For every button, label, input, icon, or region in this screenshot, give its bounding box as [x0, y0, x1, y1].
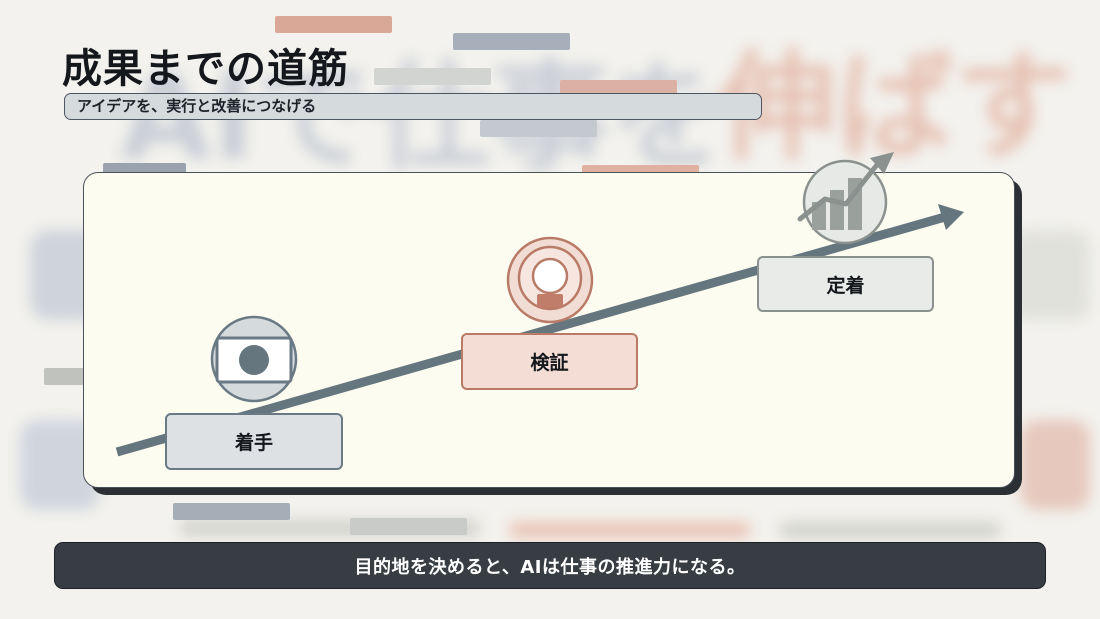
- background-blob: [1010, 230, 1090, 320]
- step-start-box: 着手: [165, 413, 343, 470]
- decor-strip: [480, 120, 597, 137]
- growth-chart-icon: [797, 152, 894, 245]
- background-blob: [1020, 420, 1090, 510]
- decor-strip: [374, 68, 491, 85]
- decor-strip: [453, 33, 570, 50]
- decor-strip: [173, 503, 290, 520]
- decor-strip: [560, 80, 677, 97]
- decor-strip: [44, 368, 89, 385]
- page-title: 成果までの道筋: [62, 46, 349, 92]
- background-line: [780, 522, 1000, 538]
- step-establish-box: 定着: [757, 256, 934, 312]
- background-line: [510, 522, 750, 538]
- step-verify-box: 検証: [461, 333, 638, 390]
- footer-message-bar: 目的地を決めると、AIは仕事の推進力になる。: [54, 542, 1046, 589]
- decor-strip: [275, 16, 392, 33]
- background-word-right: 伸ばす: [718, 38, 1073, 176]
- photo-frame-icon: [210, 315, 298, 403]
- decor-strip: [350, 518, 467, 535]
- subtitle-banner: アイデアを、実行と改善につなげる: [64, 93, 762, 120]
- lightbulb-icon: [506, 236, 594, 324]
